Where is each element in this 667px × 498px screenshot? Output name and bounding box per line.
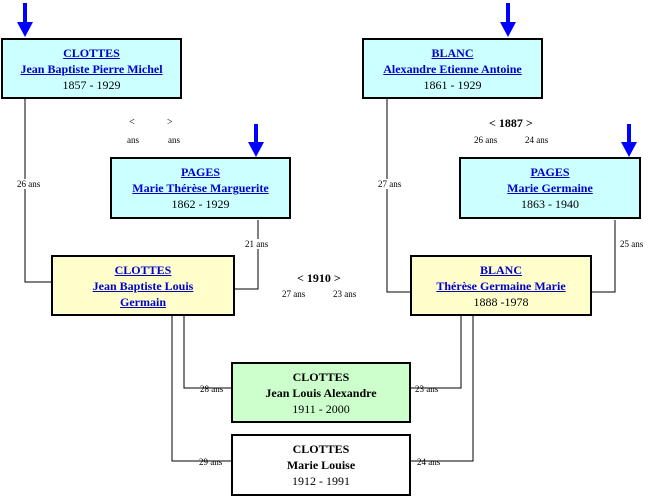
person-surname-link[interactable]: CLOTTES xyxy=(63,46,120,60)
arrow-down-icon xyxy=(500,3,516,37)
person-given-names: Marie Louise xyxy=(286,458,356,472)
person-given-names-link-line2[interactable]: Germain xyxy=(120,295,166,309)
age-at-birth-label: 26 ans xyxy=(17,179,41,189)
person-given-names: Jean Louis Alexandre xyxy=(265,386,377,400)
person-surname-link[interactable]: BLANC xyxy=(479,263,522,277)
marriage-open-bracket: < xyxy=(489,116,496,130)
person-dates: 1912 - 1991 xyxy=(292,474,350,488)
person-dates: 1863 - 1940 xyxy=(521,197,579,211)
person-surname-link[interactable]: BLANC xyxy=(431,46,474,60)
person-surname: CLOTTES xyxy=(292,442,350,456)
marriage-age-wife: ans xyxy=(168,135,180,145)
arrow-down-icon xyxy=(17,3,33,37)
person-dates: 1861 - 1929 xyxy=(423,78,482,92)
person-given-names-link[interactable]: Marie Germaine xyxy=(507,181,593,195)
person-given-names-link[interactable]: Jean Baptiste Pierre Michel xyxy=(20,62,163,76)
person-given-names-link[interactable]: Alexandre Etienne Antoine xyxy=(383,62,522,76)
person-surname-link[interactable]: PAGES xyxy=(530,165,570,179)
arrow-down-icon xyxy=(621,124,637,157)
marriage-age-husband: 27 ans xyxy=(282,289,306,299)
person-given-names-link[interactable]: Jean Baptiste Louis xyxy=(92,279,194,293)
person-box-pages-marie-therese-marguerite[interactable]: PAGES Marie Thérèse Marguerite 1862 - 19… xyxy=(110,157,291,219)
marriage-open-bracket: < xyxy=(129,117,135,128)
person-dates: 1888 -1978 xyxy=(473,295,529,309)
marriage-age-husband: 26 ans xyxy=(474,135,498,145)
marriage-age-wife: 24 ans xyxy=(525,135,549,145)
person-given-names-link[interactable]: Thérèse Germaine Marie xyxy=(436,279,566,293)
marriage-year: 1887 xyxy=(498,116,523,130)
marriage-label: < 1910 > xyxy=(297,271,341,286)
age-at-birth-label: 27 ans xyxy=(378,179,402,189)
marriage-age-wife: 23 ans xyxy=(333,289,357,299)
person-box-clottes-jean-baptiste-pierre-michel[interactable]: CLOTTES Jean Baptiste Pierre Michel 1857… xyxy=(1,38,182,99)
marriage-age-husband: ans xyxy=(127,135,139,145)
age-at-birth-label: 25 ans xyxy=(620,239,644,249)
age-at-birth-label: 24 ans xyxy=(417,457,441,467)
age-at-birth-label: 21 ans xyxy=(245,239,269,249)
arrow-down-icon xyxy=(248,124,264,157)
person-dates: 1862 - 1929 xyxy=(171,197,230,211)
marriage-close-bracket: > xyxy=(333,271,341,285)
person-surname: CLOTTES xyxy=(292,370,350,384)
person-box-clottes-jean-louis-alexandre: CLOTTES Jean Louis Alexandre 1911 - 2000 xyxy=(231,362,411,423)
marriage-close-bracket: > xyxy=(525,116,533,130)
person-box-clottes-marie-louise: CLOTTES Marie Louise 1912 - 1991 xyxy=(231,434,411,496)
person-box-blanc-therese-germaine-marie[interactable]: BLANC Thérèse Germaine Marie 1888 -1978 xyxy=(410,255,592,316)
marriage-open-bracket: < xyxy=(297,271,304,285)
age-at-birth-label: 23 ans xyxy=(415,384,439,394)
person-box-clottes-jean-baptiste-louis-germain[interactable]: CLOTTES Jean Baptiste Louis Germain xyxy=(51,255,235,316)
marriage-year: 1910 xyxy=(306,271,331,285)
person-dates: 1857 - 1929 xyxy=(62,78,121,92)
person-box-blanc-alexandre-etienne-antoine[interactable]: BLANC Alexandre Etienne Antoine 1861 - 1… xyxy=(362,38,543,99)
age-at-birth-label: 28 ans xyxy=(200,384,224,394)
person-surname-link[interactable]: PAGES xyxy=(180,165,221,179)
person-dates: 1911 - 2000 xyxy=(292,402,350,416)
person-given-names-link[interactable]: Marie Thérèse Marguerite xyxy=(132,181,269,195)
age-at-birth-label: 29 ans xyxy=(199,457,223,467)
marriage-close-bracket: > xyxy=(167,117,173,128)
marriage-label: < 1887 > xyxy=(489,116,533,131)
person-surname-link[interactable]: CLOTTES xyxy=(114,263,172,277)
person-box-pages-marie-germaine[interactable]: PAGES Marie Germaine 1863 - 1940 xyxy=(459,157,641,219)
